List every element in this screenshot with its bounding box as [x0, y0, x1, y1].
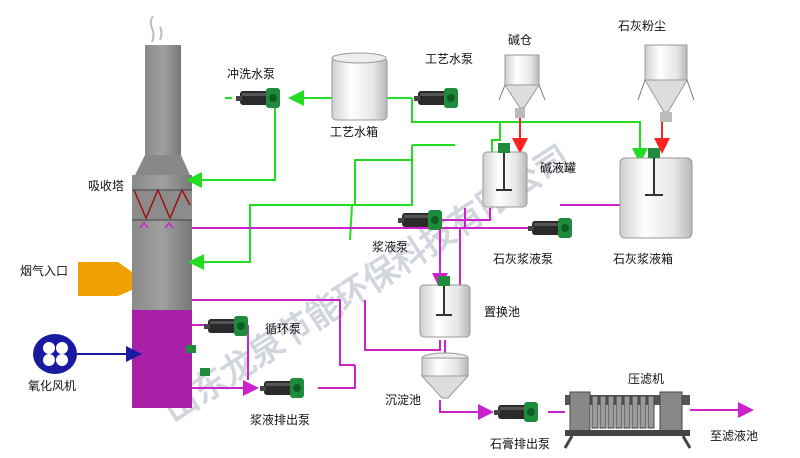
demister-icon	[133, 188, 191, 220]
agitator-motor-icon	[186, 345, 196, 353]
filter-press-label: 压滤机	[628, 372, 664, 386]
slurry-pump: 浆液泵	[372, 210, 442, 254]
dosing-lines	[512, 118, 670, 154]
demister-section	[132, 190, 192, 220]
slurry-pump-label: 浆液泵	[372, 239, 408, 254]
settling-tank: 沉淀池	[385, 352, 470, 407]
process-water-pump: 工艺水泵	[414, 52, 473, 108]
agitator-motor-icon	[498, 143, 510, 153]
chimney-stack	[145, 45, 181, 155]
spray-nozzle-icon	[139, 221, 174, 229]
tower-slurry-pool	[132, 310, 192, 408]
flue-gas-inlet-label: 烟气入口	[20, 263, 68, 278]
agitator-motor-icon	[648, 148, 660, 158]
lime-dust-silo: 石灰粉尘	[618, 19, 695, 122]
lime-slurry-pump: 石灰浆液泵	[493, 218, 572, 266]
circulation-pump: 循环泵	[204, 316, 301, 336]
slurry-discharge-pump: 浆液排出泵	[250, 378, 310, 427]
oxidation-fan: 氧化风机	[28, 334, 142, 393]
flush-water-pump: 冲洗水泵	[227, 66, 280, 108]
process-water-tank: 工艺水箱	[330, 52, 388, 139]
tower-shoulder	[135, 155, 190, 175]
filtrate-tank-label: 至滤液池	[710, 428, 758, 443]
alkali-silo-label: 碱仓	[508, 33, 532, 47]
alkali-tank-label: 碱液罐	[540, 160, 576, 175]
lime-slurry-tank: 石灰浆液箱	[613, 148, 693, 266]
replacement-tank: 置换池	[419, 276, 520, 338]
process-water-pump-label: 工艺水泵	[425, 52, 473, 66]
replacement-tank-label: 置换池	[484, 305, 520, 319]
process-water-tank-label: 工艺水箱	[330, 124, 378, 139]
agitator-motor-icon	[438, 276, 450, 286]
lime-dust-label: 石灰粉尘	[618, 19, 666, 33]
slurry-lines	[192, 204, 754, 420]
lime-slurry-pump-label: 石灰浆液泵	[493, 251, 553, 266]
circulation-pump-label: 循环泵	[265, 322, 301, 336]
oxidation-fan-label: 氧化风机	[28, 379, 76, 393]
gypsum-discharge-pump-label: 石膏排出泵	[490, 436, 550, 451]
absorption-tower-label: 吸收塔	[88, 179, 124, 193]
lime-slurry-tank-label: 石灰浆液箱	[613, 251, 673, 266]
smoke-icon	[149, 15, 163, 43]
flush-water-pump-label: 冲洗水泵	[227, 66, 275, 81]
alkali-tank: 碱液罐	[482, 143, 576, 208]
flue-gas-inlet: 烟气入口	[20, 262, 132, 296]
alkali-silo: 碱仓	[498, 33, 546, 118]
filter-press: 压滤机	[563, 372, 692, 449]
water-lines	[186, 90, 648, 270]
absorption-tower: 吸收塔	[88, 15, 210, 408]
settling-tank-label: 沉淀池	[385, 393, 421, 407]
slurry-discharge-pump-label: 浆液排出泵	[250, 412, 310, 427]
agitator-motor-icon	[200, 368, 210, 376]
gypsum-discharge-pump: 石膏排出泵	[490, 402, 550, 451]
